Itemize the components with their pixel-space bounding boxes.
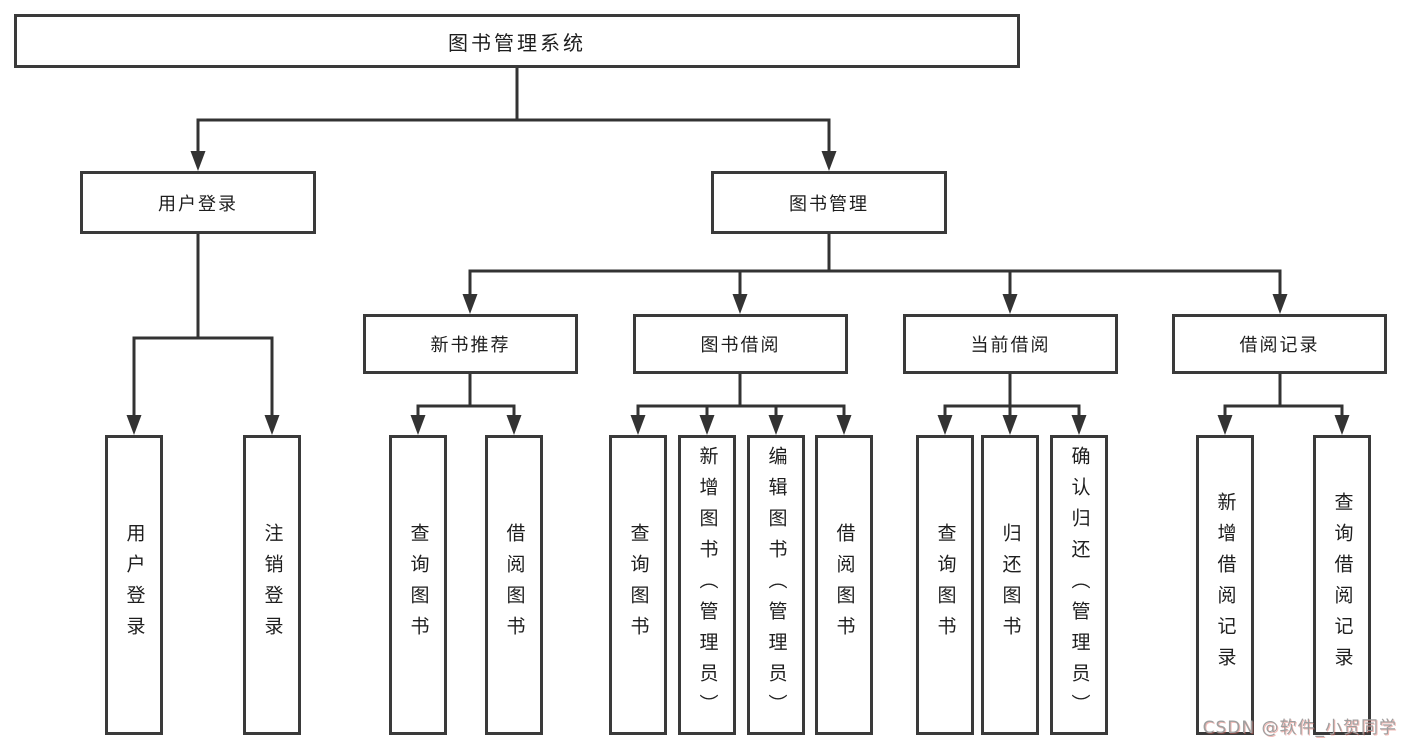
node-label: 查询图书 xyxy=(934,523,957,647)
node-label: 查询借阅记录 xyxy=(1331,492,1354,678)
leaf-query-books-borrowing: 查询图书 xyxy=(609,435,667,735)
node-label: 新增借阅记录 xyxy=(1214,492,1237,678)
leaf-query-books-current: 查询图书 xyxy=(916,435,974,735)
node-label: 借阅记录 xyxy=(1239,335,1320,356)
leaf-return-books: 归还图书 xyxy=(981,435,1039,735)
node-label: 图书借阅 xyxy=(700,335,781,356)
leaf-query-books-recommend: 查询图书 xyxy=(389,435,447,735)
node-user-login-module: 用户登录 xyxy=(80,171,316,234)
node-label: 用户登录 xyxy=(158,193,238,215)
leaf-borrow-books: 借阅图书 xyxy=(815,435,873,735)
node-label: 新增图书（管理员） xyxy=(696,445,719,725)
node-label: 查询图书 xyxy=(407,523,430,647)
node-book-borrowing: 图书借阅 xyxy=(633,314,848,374)
node-label: 确认归还（管理员） xyxy=(1068,445,1091,725)
csdn-watermark: CSDN @软件_小贺同学 xyxy=(1202,718,1397,738)
node-label: 图书管理系统 xyxy=(448,30,586,55)
connector-paths xyxy=(132,66,1344,429)
node-new-book-recommendation: 新书推荐 xyxy=(363,314,578,374)
node-label: 图书管理 xyxy=(789,193,869,215)
leaf-borrow-books-recommend: 借阅图书 xyxy=(485,435,543,735)
node-book-management-module: 图书管理 xyxy=(711,171,947,234)
leaf-edit-books-admin: 编辑图书（管理员） xyxy=(747,435,805,735)
leaf-add-books-admin: 新增图书（管理员） xyxy=(678,435,736,735)
node-label: 用户登录 xyxy=(123,523,146,647)
node-borrowing-records: 借阅记录 xyxy=(1172,314,1387,374)
leaf-confirm-return-admin: 确认归还（管理员） xyxy=(1050,435,1108,735)
node-label: 新书推荐 xyxy=(430,335,511,356)
node-label: 编辑图书（管理员） xyxy=(765,445,788,725)
node-label: 当前借阅 xyxy=(970,335,1051,356)
node-current-borrowing: 当前借阅 xyxy=(903,314,1118,374)
arrowheads xyxy=(126,151,1350,435)
node-label: 借阅图书 xyxy=(503,523,526,647)
leaf-logout: 注销登录 xyxy=(243,435,301,735)
leaf-add-borrow-record: 新增借阅记录 xyxy=(1196,435,1254,735)
node-label: 借阅图书 xyxy=(833,523,856,647)
leaf-user-login: 用户登录 xyxy=(105,435,163,735)
leaf-query-borrow-record: 查询借阅记录 xyxy=(1313,435,1371,735)
node-label: 查询图书 xyxy=(627,523,650,647)
node-label: 注销登录 xyxy=(261,523,284,647)
node-root-system: 图书管理系统 xyxy=(14,14,1020,68)
node-label: 归还图书 xyxy=(999,523,1022,647)
